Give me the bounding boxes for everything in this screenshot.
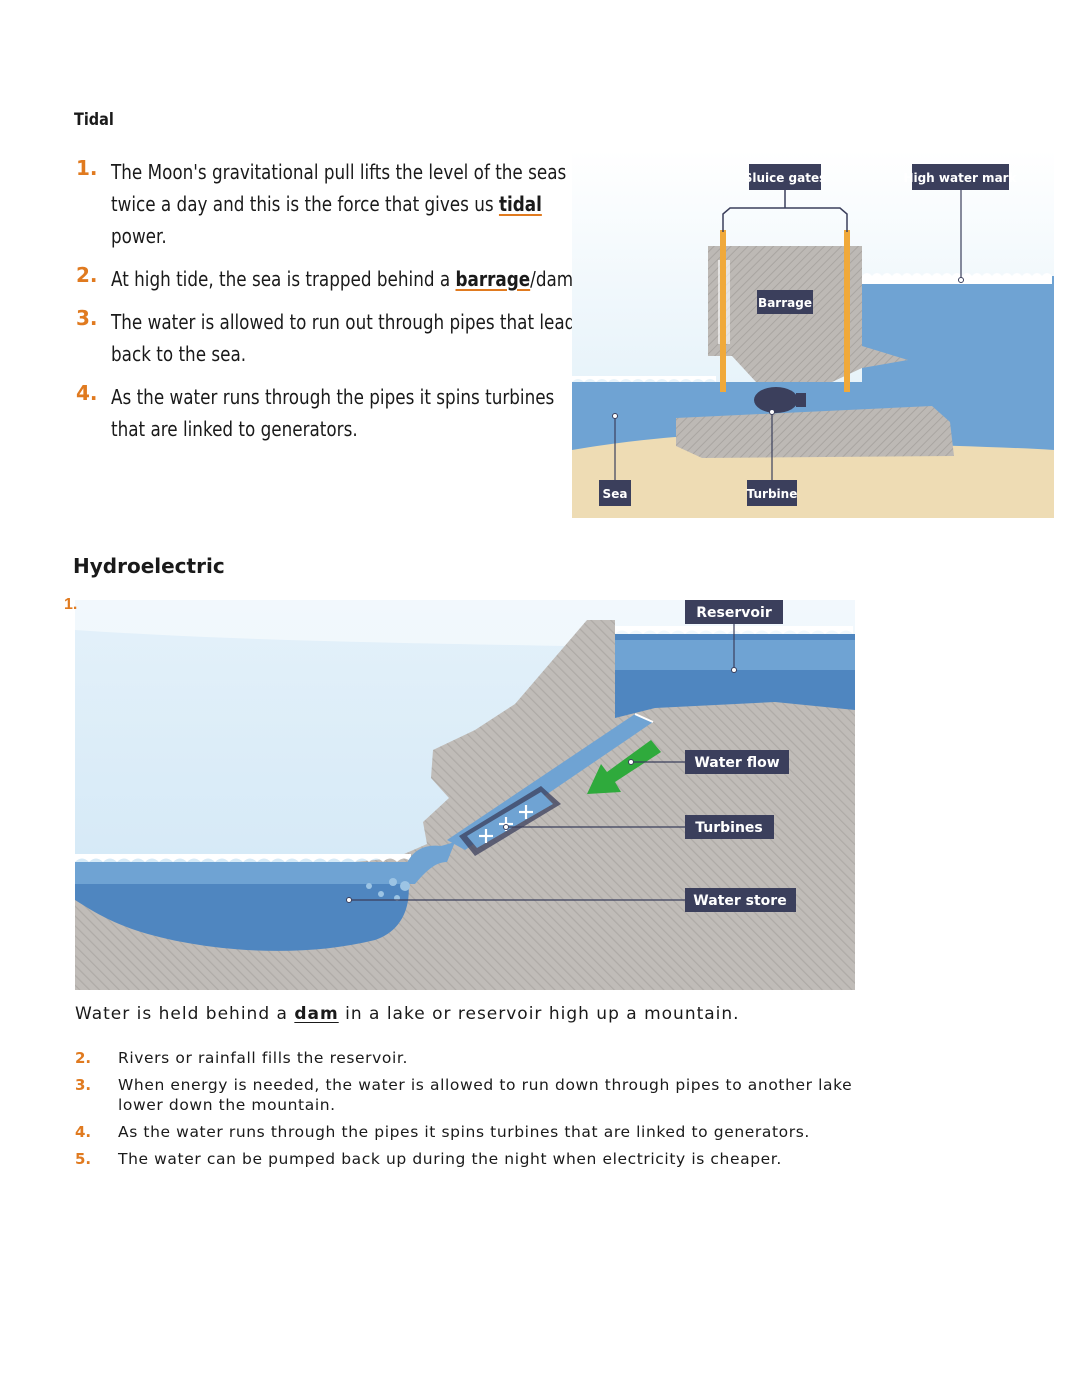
step-text: When energy is needed, the water is allo… xyxy=(118,1076,853,1114)
keyword-dam: dam xyxy=(294,1004,339,1024)
svg-text:Reservoir: Reservoir xyxy=(696,605,772,621)
tidal-barrage-diagram: Sluice gates High water mark Barrage Sea… xyxy=(572,150,1054,518)
label-turbines: Turbines xyxy=(685,815,774,839)
water-flow-arrow xyxy=(587,740,661,794)
list-item: 4. As the water runs through the pipes i… xyxy=(75,1122,955,1142)
step-number: 1. xyxy=(64,596,78,613)
list-item: 4. As the water runs through the pipes i… xyxy=(76,381,566,445)
step-number: 2. xyxy=(75,1049,92,1067)
step-number: 5. xyxy=(75,1150,92,1168)
step-number: 4. xyxy=(75,1123,92,1141)
svg-text:Barrage: Barrage xyxy=(758,296,812,310)
label-barrage: Barrage xyxy=(757,290,813,314)
label-water-flow: Water flow xyxy=(685,750,789,774)
svg-text:Turbines: Turbines xyxy=(695,820,763,836)
step-text: The water is allowed to run out through … xyxy=(111,310,576,366)
water-store-lake xyxy=(75,866,409,951)
step-text: As the water runs through the pipes it s… xyxy=(118,1123,810,1141)
svg-text:Water store: Water store xyxy=(693,893,786,909)
label-sea: Sea xyxy=(599,480,631,506)
list-item: 2. At high tide, the sea is trapped behi… xyxy=(76,263,579,295)
hydro-intro-text: Water is held behind a dam in a lake or … xyxy=(75,1004,740,1024)
svg-text:Sea: Sea xyxy=(603,487,628,501)
step-text: Rivers or rainfall fills the reservoir. xyxy=(118,1049,408,1067)
high-water-waves xyxy=(860,273,1052,284)
keyword-barrage: barrage xyxy=(455,267,531,291)
barrage-base xyxy=(676,406,954,458)
label-sluice-gates: Sluice gates xyxy=(744,164,827,190)
svg-text:High water mark: High water mark xyxy=(903,171,1017,185)
sluice-pipe-right xyxy=(844,230,850,392)
svg-text:Water flow: Water flow xyxy=(694,755,779,771)
list-item: 3. The water is allowed to run out throu… xyxy=(76,306,575,370)
sluice-pipe-left xyxy=(720,230,726,392)
hydro-steps-list: 2. Rivers or rainfall fills the reservoi… xyxy=(75,1048,955,1176)
list-item: 2. Rivers or rainfall fills the reservoi… xyxy=(75,1048,955,1068)
label-water-store: Water store xyxy=(685,888,796,912)
list-item: 1. The Moon's gravitational pull lifts t… xyxy=(76,156,566,252)
label-reservoir: Reservoir xyxy=(685,600,783,624)
tidal-heading: Tidal xyxy=(74,110,114,130)
list-item: 3. When energy is needed, the water is a… xyxy=(75,1075,955,1115)
step-number: 3. xyxy=(75,1076,92,1094)
step-text: The water can be pumped back up during t… xyxy=(118,1150,782,1168)
low-sea-waves xyxy=(572,376,716,382)
step-text: The Moon's gravitational pull lifts the … xyxy=(111,160,567,248)
label-high-water-mark: High water mark xyxy=(903,164,1018,190)
step-number: 2. xyxy=(76,263,98,287)
svg-text:Sluice gates: Sluice gates xyxy=(744,171,827,185)
tidal-steps-list: 1. The Moon's gravitational pull lifts t… xyxy=(76,156,579,456)
label-turbine: Turbine xyxy=(747,480,798,506)
list-item: 5. The water can be pumped back up durin… xyxy=(75,1149,955,1169)
keyword-tidal: tidal xyxy=(498,192,542,216)
step-text: At high tide, the sea is trapped behind … xyxy=(111,267,579,291)
svg-text:Turbine: Turbine xyxy=(747,487,798,501)
hydroelectric-diagram: Reservoir Water flow Turbines Water stor… xyxy=(75,600,855,990)
step-text: As the water runs through the pipes it s… xyxy=(111,385,555,441)
step-number: 3. xyxy=(76,306,98,330)
turbine-shape xyxy=(754,387,798,413)
step-number: 4. xyxy=(76,381,98,405)
step-number: 1. xyxy=(76,156,98,180)
hydro-heading: Hydroelectric xyxy=(73,554,225,578)
